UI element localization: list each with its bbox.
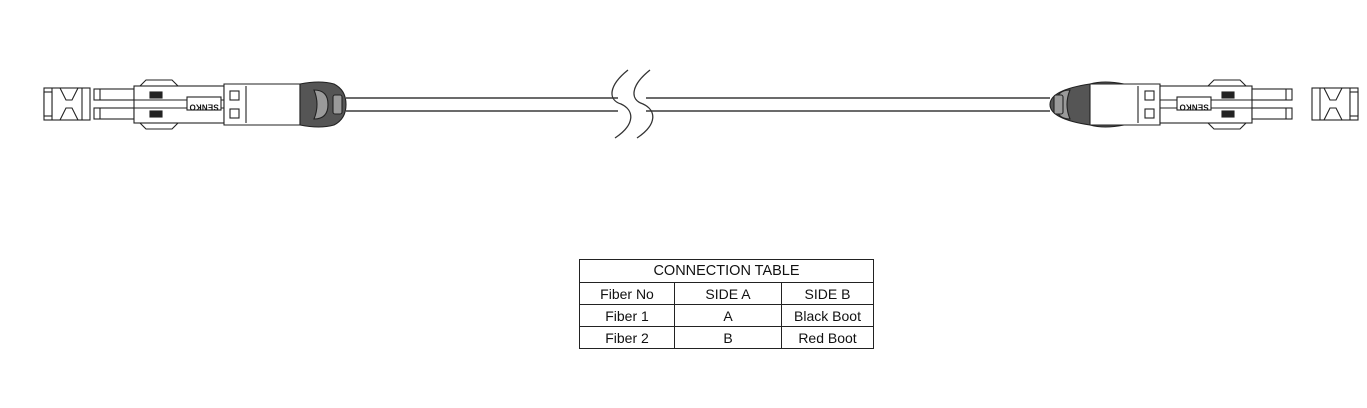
table-cell: A — [674, 304, 782, 327]
fiber-cable — [346, 97, 1050, 112]
lc-connector-side-b — [1049, 79, 1359, 130]
table-cell: B — [674, 326, 782, 349]
header-side-b: SIDE B — [781, 282, 874, 305]
table-row: Fiber 1 A Black Boot — [579, 304, 874, 327]
table-cell: Red Boot — [781, 326, 874, 349]
cable-break-mark — [611, 69, 654, 139]
header-fiber-no: Fiber No — [579, 282, 675, 305]
table-cell: Black Boot — [781, 304, 874, 327]
table-cell: Fiber 1 — [579, 304, 675, 327]
table-header-row: Fiber No SIDE A SIDE B — [579, 282, 874, 305]
table-title: CONNECTION TABLE — [579, 259, 874, 283]
table-row: Fiber 2 B Red Boot — [579, 326, 874, 349]
connection-table: CONNECTION TABLE Fiber No SIDE A SIDE B … — [579, 259, 874, 349]
header-side-a: SIDE A — [674, 282, 782, 305]
connector-b-brand-label: SENKO — [1179, 102, 1208, 111]
lc-connector-side-a — [43, 79, 347, 130]
table-title-row: CONNECTION TABLE — [579, 259, 874, 283]
connector-a-brand-label: SENKO — [189, 102, 218, 111]
table-cell: Fiber 2 — [579, 326, 675, 349]
